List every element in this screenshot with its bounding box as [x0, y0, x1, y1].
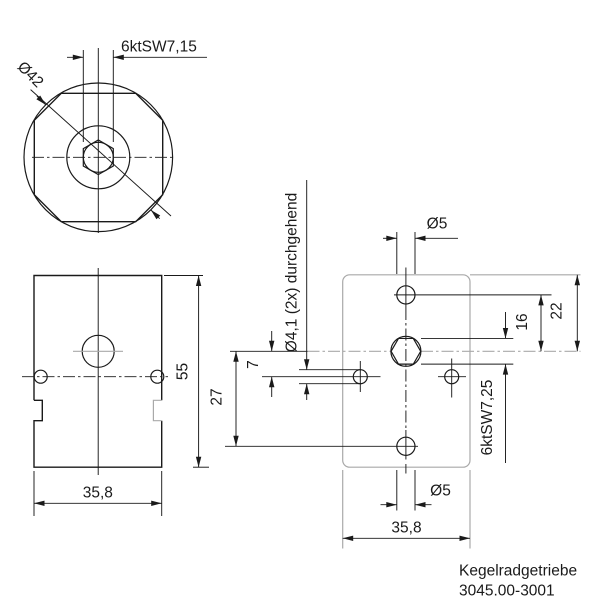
right-side-notch — [152, 399, 162, 422]
dim-label-16: 16 — [514, 313, 531, 330]
through-hole-left — [33, 369, 48, 384]
dim-line-d42 — [30, 89, 172, 217]
dim-arrow — [150, 209, 161, 220]
dim-label-hex-top: 6ktSW7,15 — [121, 39, 197, 56]
dim-label-358-side: 35,8 — [391, 520, 421, 537]
dim-arrow — [36, 95, 47, 106]
dim-label-d5-top: Ø5 — [427, 216, 448, 233]
title-block: Kegelradgetriebe 3045.00-3001 — [459, 563, 577, 600]
dim-label-d5-bottom: Ø5 — [430, 483, 451, 500]
part-number: 3045.00-3001 — [459, 583, 555, 600]
dim-label-through-holes: Ø4,1 (2x) durchgehend — [284, 193, 301, 352]
hex-socket-side-view — [390, 337, 422, 365]
side-view: Ø4,1 (2x) durchgehend 7 27 16 22 6ktSW7,… — [209, 180, 581, 549]
front-view: 55 35,8 — [22, 268, 209, 516]
drawing-title: Kegelradgetriebe — [459, 563, 577, 580]
dim-label-358-front: 35,8 — [83, 485, 113, 502]
dim-label-d42: Ø42 — [14, 58, 47, 91]
through-hole-right — [150, 369, 165, 384]
dim-label-22: 22 — [549, 302, 566, 319]
bottom-hole-d5 — [396, 436, 416, 456]
dim-label-hex-side: 6ktSW7,25 — [479, 380, 496, 456]
dim-label-55: 55 — [175, 363, 192, 380]
dim-label-7: 7 — [245, 360, 262, 369]
top-view: 6ktSW7,15 Ø42 — [14, 39, 207, 233]
dim-label-27: 27 — [209, 388, 226, 405]
